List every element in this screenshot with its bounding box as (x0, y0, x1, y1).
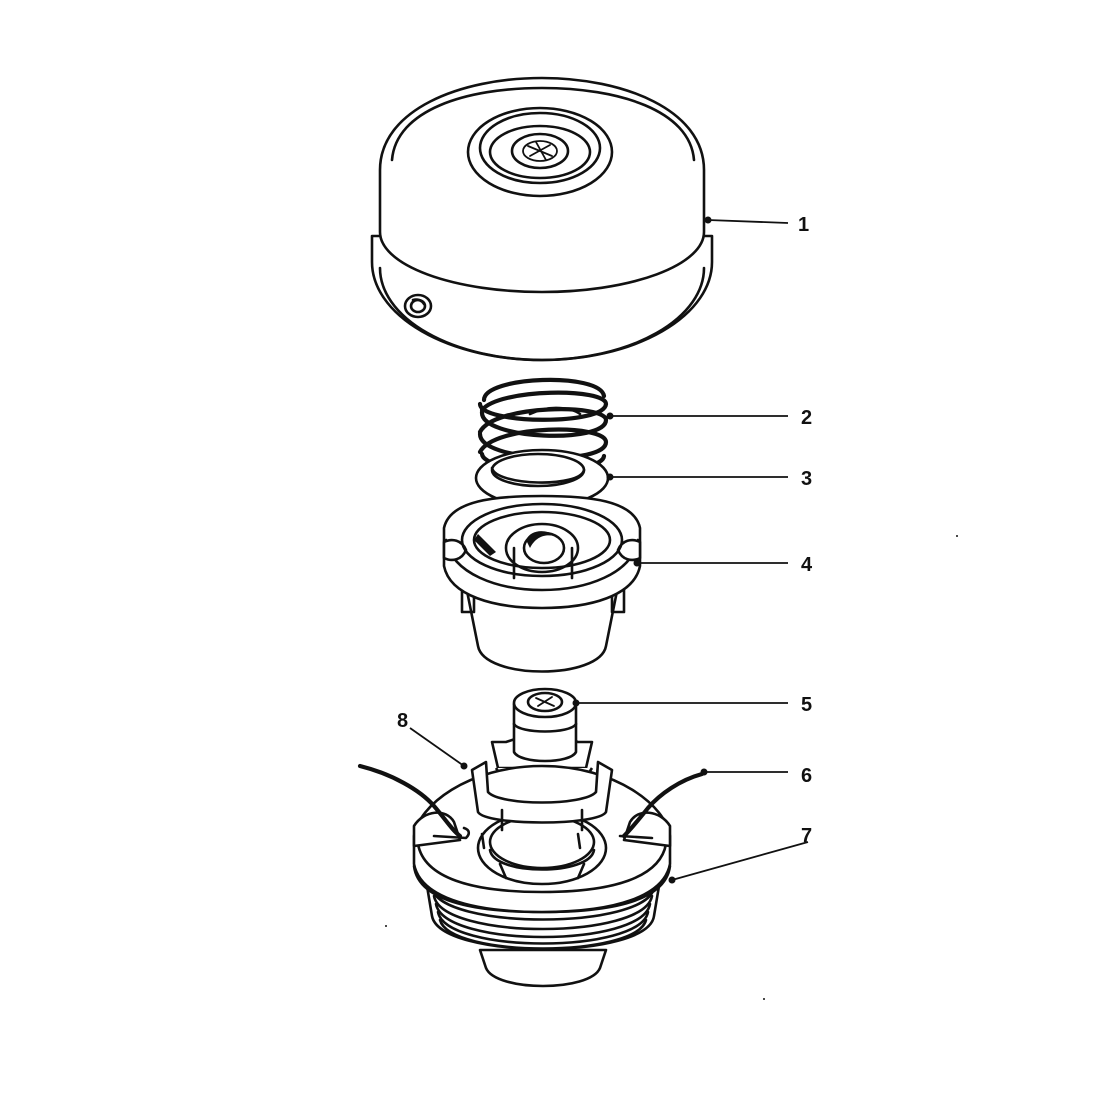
callout-1: 1 (798, 214, 809, 236)
line-retainer-part (470, 760, 614, 850)
callout-4: 4 (801, 554, 813, 576)
trimmer-line-part (357, 763, 705, 840)
callout-3: 3 (801, 468, 812, 490)
cover-part (370, 76, 714, 362)
callout-2: 2 (801, 407, 812, 429)
callout-5: 5 (801, 694, 812, 716)
spool-part (412, 764, 672, 988)
callout-8: 8 (397, 710, 408, 732)
bump-knob-part (442, 494, 642, 673)
leader-dots (460, 216, 712, 884)
callout-6: 6 (801, 765, 812, 787)
leader-lines (409, 219, 809, 881)
callout-7: 7 (801, 825, 812, 847)
